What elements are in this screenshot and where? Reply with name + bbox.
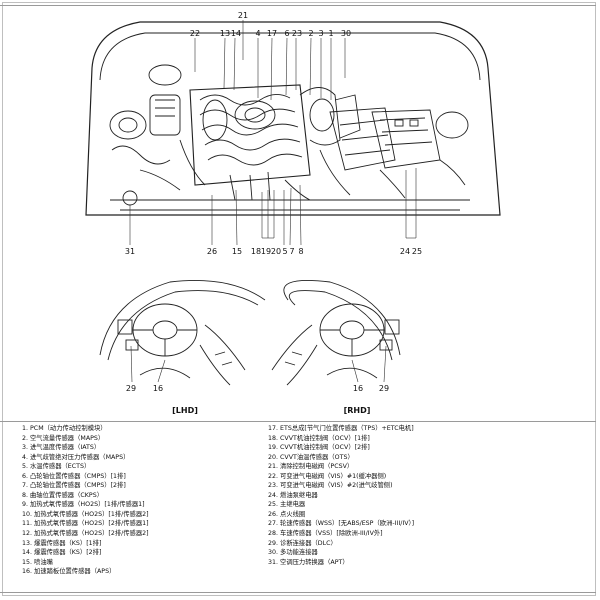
engine-bay-illustration <box>85 21 501 216</box>
callout-15: 15 <box>232 247 242 256</box>
legend-item: 6. 凸轮轴位置传感器（CMPS）[1排] <box>22 472 126 480</box>
callout-lhd-16: 16 <box>153 384 163 393</box>
legend-item: 2. 空气流量传感器（MAPS） <box>22 434 105 442</box>
divider-legend <box>0 421 596 422</box>
legend-item: 4. 进气歧管绝对压力传感器（MAPS） <box>22 453 130 461</box>
callout-4: 4 <box>255 29 260 38</box>
legend-item: 21. 清除控制电磁阀（PCSV） <box>268 463 354 471</box>
callout-26: 26 <box>207 247 217 256</box>
legend-item: 15. 喷油嘴 <box>22 558 53 566</box>
legend-item: 14. 爆震传感器（KS）[2排] <box>22 549 102 557</box>
callout-2: 2 <box>308 29 313 38</box>
legend-item: 24. 燃油泵继电器 <box>268 491 318 499</box>
callout-18: 18 <box>251 247 261 256</box>
legend-item: 3. 进气温度传感器（IATS） <box>22 444 101 452</box>
legend-item: 25. 主继电器 <box>268 501 306 509</box>
callout-30: 30 <box>341 29 351 38</box>
legend-item: 30. 多功能连接器 <box>268 549 318 557</box>
divider-bottom <box>0 592 596 593</box>
legend-item: 11. 加热式氧传感器（HO2S）[2排/传感器1] <box>22 520 149 528</box>
legend-right-column: 17. ETS总成[节气门位置传感器（TPS）+ETC电机] 18. CVVT机… <box>268 424 414 567</box>
callout-17: 17 <box>267 29 277 38</box>
cabin-lhd-leaders <box>130 345 166 383</box>
legend-item: 7. 凸轮轴位置传感器（CMPS）[2排] <box>22 482 126 490</box>
legend-item: 16. 加速踏板位置传感器（APS） <box>22 568 116 576</box>
callout-23: 23 <box>292 29 302 38</box>
legend-item: 27. 轮速传感器（WSS）[无ABS/ESP（欧洲-III/IV）] <box>268 520 415 528</box>
cabin-rhd-illustration <box>271 280 401 386</box>
legend-item: 17. ETS总成[节气门位置传感器（TPS）+ETC电机] <box>268 425 414 432</box>
callout-lhd-29: 29 <box>126 384 136 393</box>
legend-item: 18. CVVT机油控制阀（OCV）[1排] <box>268 434 370 442</box>
callout-7: 7 <box>289 247 294 256</box>
legend-item: 9. 加热式氧传感器（HO2S）[1排/传感器1] <box>22 501 145 509</box>
callout-6: 6 <box>284 29 289 38</box>
legend-item: 5. 水温传感器（ECTS） <box>22 463 91 471</box>
legend-item: 20. CVVT油温传感器（OTS） <box>268 453 354 461</box>
legend-item: 13. 爆震传感器（KS）[1排] <box>22 539 102 547</box>
callout-rhd-16: 16 <box>353 384 363 393</box>
legend-item: 26. 点火线圈 <box>268 510 306 518</box>
cabin-lhd-illustration <box>99 280 266 386</box>
legend-item: 19. CVVT机油控制阀（OCV）[2排] <box>268 444 370 452</box>
legend-item: 29. 诊断连接器（DLC） <box>268 539 337 547</box>
engine-callout-leaders-top <box>194 20 346 101</box>
legend-item: 28. 车速传感器（VSS）[除欧洲-III/IV外] <box>268 530 383 538</box>
divider-top <box>0 5 596 6</box>
legend-item: 10. 加热式氧传感器（HO2S）[1排/传感器2] <box>22 510 149 518</box>
callout-13: 13 <box>220 29 230 38</box>
callout-rhd-29: 29 <box>379 384 389 393</box>
callout-1: 1 <box>328 29 333 38</box>
label-lhd: [LHD] <box>172 406 198 415</box>
engine-callout-leaders-bottom <box>129 168 417 246</box>
legend-item: 31. 空调压力转换器（APT） <box>268 558 349 566</box>
legend-item: 1. PCM（动力传动控制模块） <box>22 425 107 432</box>
callout-5: 5 <box>282 247 287 256</box>
legend-item: 8. 曲轴位置传感器（CKPS） <box>22 491 104 499</box>
callout-22: 22 <box>190 29 200 38</box>
legend-left-column: 1. PCM（动力传动控制模块） 2. 空气流量传感器（MAPS） 3. 进气温… <box>22 424 149 577</box>
callout-25: 25 <box>412 247 422 256</box>
callout-24: 24 <box>400 247 410 256</box>
legend-item: 12. 加热式氧传感器（HO2S）[2排/传感器2] <box>22 530 149 538</box>
callout-21: 21 <box>238 11 248 20</box>
legend-item: 22. 可变进气电磁阀（VIS）#1(缓冲器侧) <box>268 472 387 480</box>
cabin-rhd-leaders <box>351 345 387 383</box>
callout-8: 8 <box>298 247 303 256</box>
callout-19: 19 <box>261 247 271 256</box>
callout-31: 31 <box>125 247 135 256</box>
legend-item: 23. 可变进气电磁阀（VIS）#2(进气歧管侧) <box>268 482 393 490</box>
callout-20: 20 <box>271 247 281 256</box>
callout-14: 14 <box>231 29 241 38</box>
label-rhd: [RHD] <box>344 406 371 415</box>
callout-3: 3 <box>318 29 323 38</box>
